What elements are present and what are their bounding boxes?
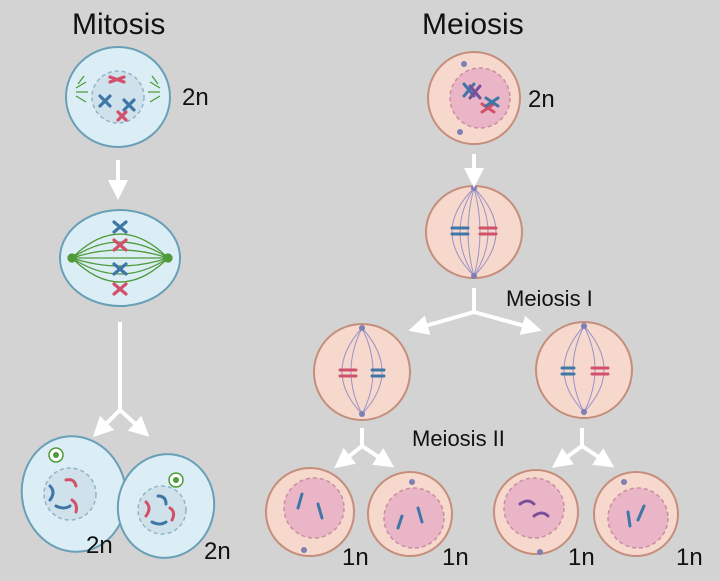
meiosis-ii-label: Meiosis II — [412, 426, 505, 451]
meiosis-gamete-1 — [265, 467, 355, 557]
meiosis-i-cell-right — [535, 321, 633, 419]
mitosis-metaphase-chromosomes — [112, 220, 128, 296]
meiosis-gamete-3 — [493, 469, 579, 555]
meiosis-gamete-4 — [593, 471, 679, 557]
meiosis-title: Meiosis — [422, 8, 524, 41]
meiosis-parent-ploidy: 2n — [528, 86, 555, 113]
mitosis-daughter-ploidy-right: 2n — [204, 538, 231, 565]
mitosis-arrows — [92, 160, 150, 438]
mitosis-parent-centrosomes — [75, 75, 161, 103]
mitosis-daughter-ploidy-left: 2n — [86, 532, 113, 559]
mitosis-spindle — [67, 233, 173, 283]
meiosis-gamete-ploidy-4: 1n — [676, 544, 703, 571]
mitosis-parent-chromosomes — [98, 75, 136, 122]
mitosis-metaphase-cell — [59, 209, 181, 307]
meiosis-gamete-ploidy-3: 1n — [568, 544, 595, 571]
meiosis-gamete-ploidy-2: 1n — [442, 544, 469, 571]
meiosis-i-label: Meiosis I — [506, 286, 593, 311]
mitosis-parent-cell — [65, 46, 171, 148]
mitosis-parent-ploidy: 2n — [182, 84, 209, 111]
meiosis-metaphase-cell — [425, 185, 523, 279]
meiosis-arrows — [334, 154, 615, 469]
meiosis-i-cell-left — [313, 323, 411, 421]
meiosis-parent-cell — [427, 51, 521, 145]
mitosis-daughter-cell-left — [20, 435, 128, 553]
mitosis-title: Mitosis — [72, 8, 166, 41]
meiosis-gamete-ploidy-1: 1n — [342, 544, 369, 571]
meiosis-gamete-2 — [367, 471, 453, 557]
mitosis-daughter-cell-right — [116, 453, 216, 559]
